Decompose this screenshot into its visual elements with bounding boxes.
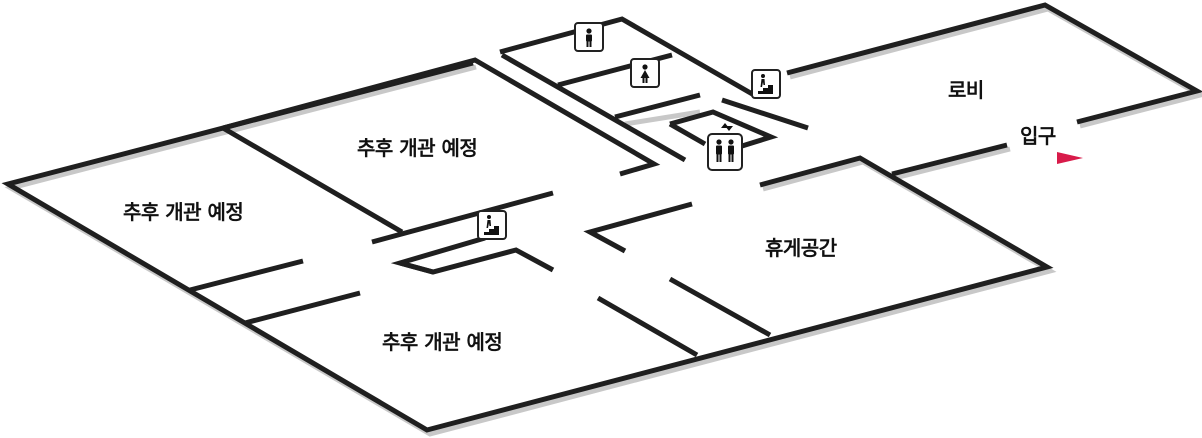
room-label-south: 추후 개관 예정 [382, 330, 503, 354]
room-label-north: 추후 개관 예정 [357, 136, 478, 160]
room-label-entrance: 입구 [1020, 124, 1056, 148]
stairs-icon [477, 210, 507, 240]
elevator-icon [705, 120, 745, 172]
female-restroom-icon [630, 58, 660, 88]
room-label-west: 추후 개관 예정 [123, 200, 244, 224]
room-label-lounge: 휴게공간 [765, 236, 837, 260]
entrance-arrow [1057, 152, 1083, 164]
stairs-icon [751, 69, 781, 99]
male-restroom-icon [574, 22, 604, 52]
room-label-lobby: 로비 [948, 78, 984, 102]
